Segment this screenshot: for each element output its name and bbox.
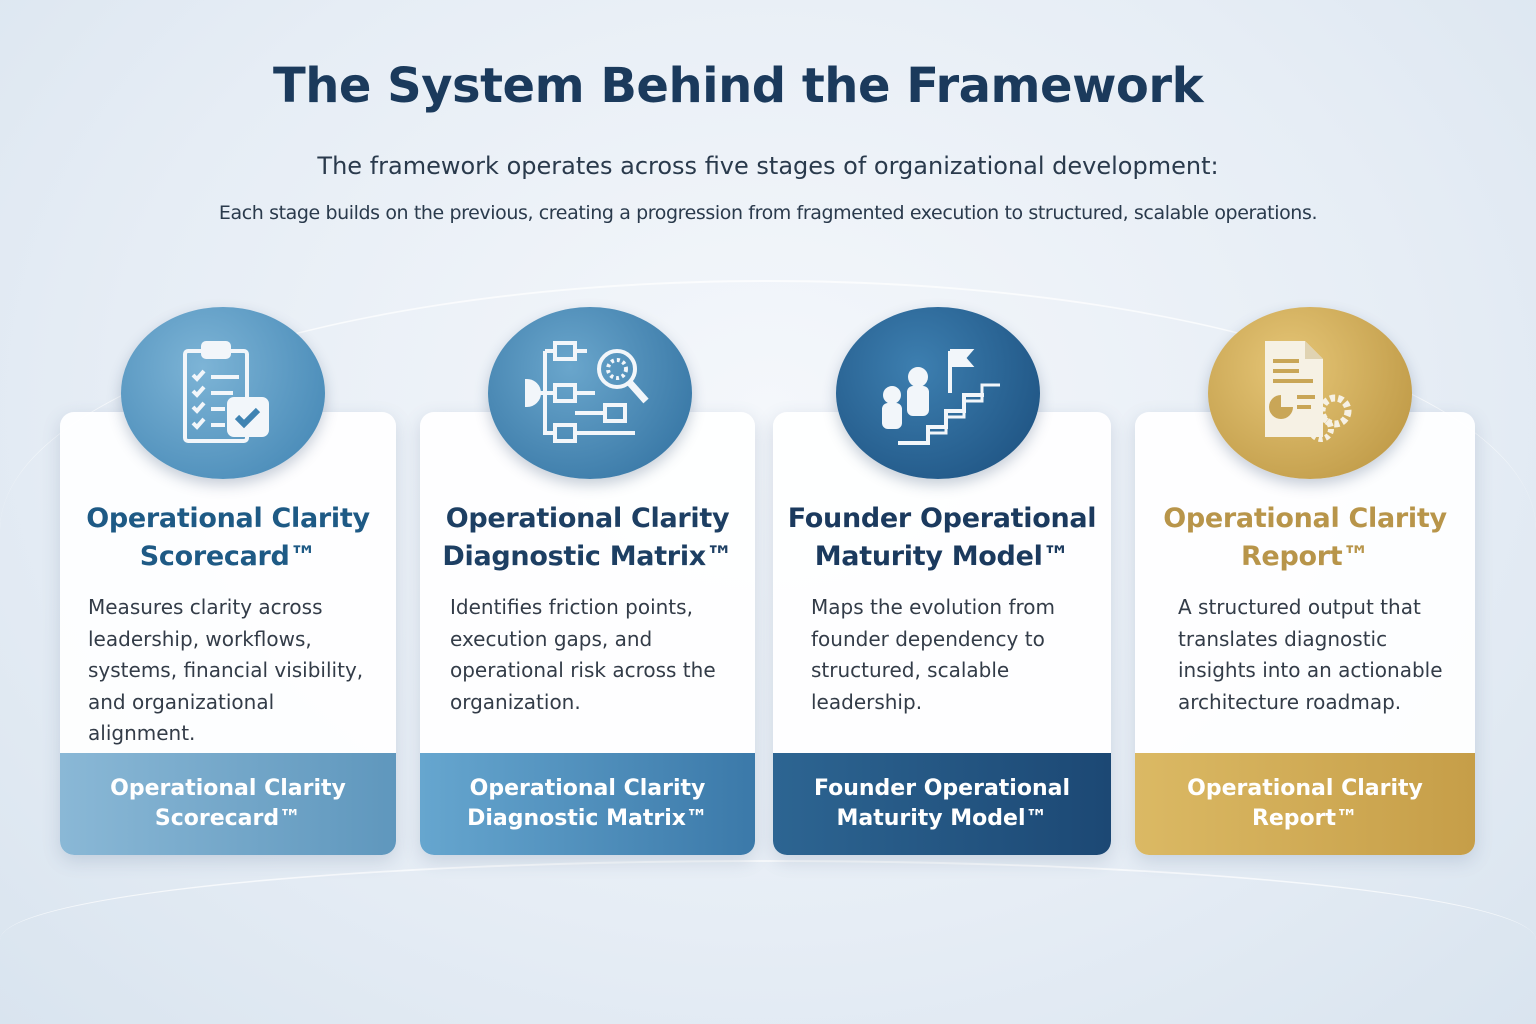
- page-title: The System Behind the Framework: [273, 58, 1204, 114]
- stairs-flag-icon: [836, 307, 1040, 479]
- background-wave: [0, 860, 1536, 1020]
- footer-line: Maturity Model™: [836, 806, 1048, 831]
- description: Each stage builds on the previous, creat…: [218, 202, 1318, 224]
- card-description: Measures clarity across leadership, work…: [88, 595, 364, 745]
- subtitle: The framework operates across five stage…: [317, 152, 1219, 180]
- footer-line: Report™: [1251, 806, 1359, 831]
- footer-line: Diagnostic Matrix™: [467, 806, 708, 831]
- footer-line: Scorecard™: [154, 806, 302, 831]
- footer-line: Operational Clarity: [469, 776, 706, 801]
- card-title-line: Maturity Model™: [814, 541, 1070, 572]
- card-title-line: Scorecard™: [139, 541, 317, 572]
- card-title-line: Operational Clarity: [1163, 503, 1447, 534]
- background-wave: [0, 280, 1536, 780]
- footer-line: Operational Clarity: [110, 776, 346, 801]
- footer-line: Founder Operational: [813, 776, 1071, 801]
- card-description: Identifies friction points, execution ga…: [450, 595, 716, 714]
- card-description: A structured output that translates diag…: [1178, 595, 1443, 714]
- flowchart-magnifier-icon: [488, 307, 692, 479]
- report-gears-icon: [1208, 307, 1412, 479]
- card-title-line: Operational Clarity: [86, 503, 370, 534]
- clipboard-checklist-icon: [121, 307, 325, 479]
- card-title-line: Operational Clarity: [445, 503, 730, 534]
- card-title-line: Report™: [1240, 541, 1370, 572]
- card-description: Maps the evolution from founder dependen…: [811, 595, 1055, 714]
- footer-line: Operational Clarity: [1187, 776, 1423, 801]
- card-title-line: Founder Operational: [787, 503, 1097, 534]
- card-title-line: Diagnostic Matrix™: [442, 541, 733, 572]
